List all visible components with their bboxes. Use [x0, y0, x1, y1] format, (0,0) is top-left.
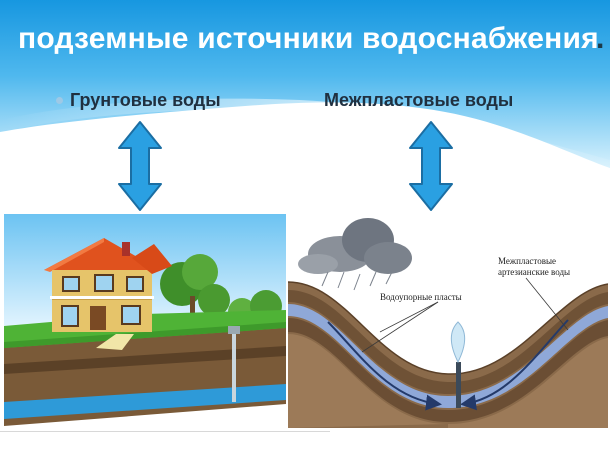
house-groundwater-illustration: [4, 214, 286, 426]
divider: [0, 431, 330, 432]
heading-groundwater: Грунтовые воды: [70, 90, 221, 110]
label-artesian-2: артезианские воды: [498, 267, 570, 277]
header-banner: [0, 0, 610, 168]
label-aquitard: Водоупорные пласты: [380, 292, 462, 302]
label-artesian-1: Межпластовые: [498, 256, 556, 266]
title-period: .: [596, 22, 605, 55]
double-arrow-icon: [409, 121, 453, 211]
bullet-icon: [56, 97, 63, 104]
cloud-icon: [298, 218, 412, 291]
slide-title: подземные источники водоснабжения: [18, 22, 599, 55]
double-arrow-icon: [118, 121, 162, 211]
heading-interstratal-water: Межпластовые воды: [324, 90, 514, 110]
artesian-aquifer-diagram: Водоупорные пласты Межпластовые артезиан…: [288, 218, 608, 428]
